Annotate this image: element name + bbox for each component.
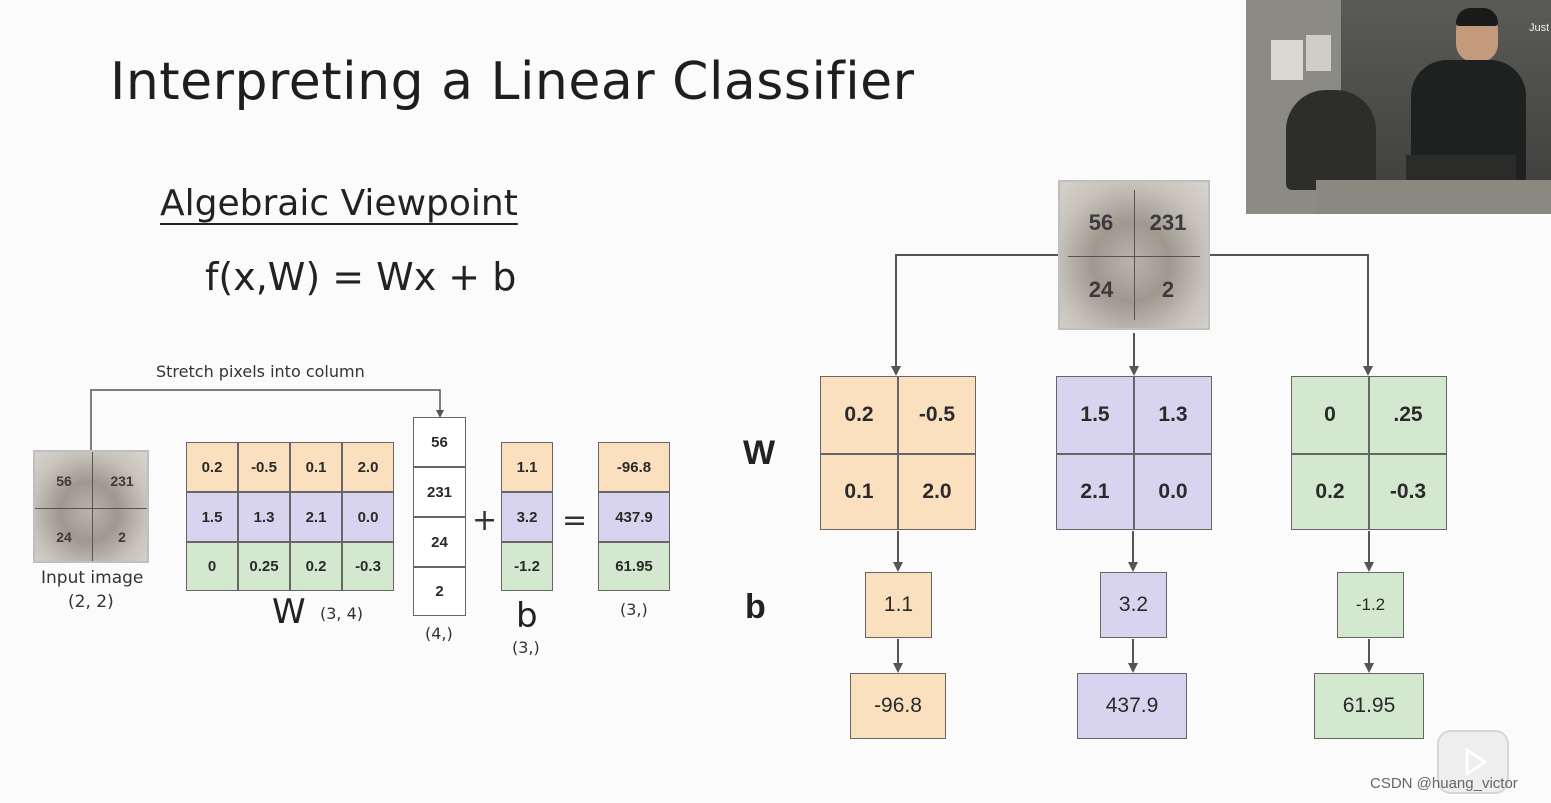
scores-shape: (3,) (620, 600, 648, 619)
wall-paper (1306, 35, 1331, 71)
b-shape: (3,) (512, 638, 540, 657)
w-cell: -0.3 (342, 542, 394, 591)
equals-sign: = (562, 503, 588, 538)
w-cell: -0.5 (238, 442, 290, 492)
plus-sign: + (472, 503, 498, 538)
w-cell: 0.0 (1134, 454, 1212, 530)
w-cell: 1.5 (1056, 376, 1134, 454)
w-cell: 0.1 (290, 442, 342, 492)
w-cell: .25 (1369, 376, 1447, 454)
w-cell: 0.1 (820, 454, 898, 530)
score-box: -96.8 (850, 673, 946, 739)
input-image-shape: (2, 2) (68, 592, 114, 612)
x-cell: 24 (413, 517, 466, 567)
play-button[interactable] (1437, 730, 1509, 794)
x-cell: 231 (413, 467, 466, 517)
w-cell: 0 (186, 542, 238, 591)
w-cell: 0.2 (290, 542, 342, 591)
b-label-right: b (745, 588, 766, 626)
w-cell: 0.0 (342, 492, 394, 542)
x-cell: 56 (413, 417, 466, 467)
w-label-left: W (272, 592, 306, 632)
wall-paper (1271, 40, 1303, 80)
chair (1286, 90, 1376, 190)
w-cell: 2.1 (1056, 454, 1134, 530)
x-shape: (4,) (425, 624, 453, 643)
slide-subtitle: Algebraic Viewpoint (160, 183, 518, 224)
pixel-value: 231 (1149, 210, 1187, 235)
input-image-label: Input image (41, 568, 144, 588)
w-cell: 0.25 (238, 542, 290, 591)
pixel-value: 24 (56, 529, 72, 545)
w-cell: 2.0 (342, 442, 394, 492)
w-cell: -0.3 (1369, 454, 1447, 530)
watermark: CSDN @huang_victor (1370, 775, 1518, 792)
stretch-label: Stretch pixels into column (156, 362, 365, 381)
w-cell: 1.3 (238, 492, 290, 542)
bias-box: 3.2 (1100, 572, 1167, 638)
b-label-left: b (516, 596, 538, 636)
bias-box: 1.1 (865, 572, 932, 638)
score-box: 437.9 (1077, 673, 1187, 739)
w-cell: 0 (1291, 376, 1369, 454)
b-cell: 1.1 (501, 442, 553, 492)
video-caption: Just (1529, 22, 1550, 34)
score-cell: -96.8 (598, 442, 670, 492)
w-shape-left: (3, 4) (320, 604, 364, 623)
score-box: 61.95 (1314, 673, 1424, 739)
x-cell: 2 (413, 567, 466, 616)
pixel-value: 2 (118, 529, 126, 545)
w-cell: 2.0 (898, 454, 976, 530)
pixel-value: 56 (56, 472, 72, 489)
formula: f(x,W) = Wx + b (205, 255, 517, 299)
w-cell: -0.5 (898, 376, 976, 454)
w-cell: 0.2 (1291, 454, 1369, 530)
w-cell: 1.3 (1134, 376, 1212, 454)
slide-title: Interpreting a Linear Classifier (110, 52, 915, 112)
pixel-value: 231 (110, 472, 134, 489)
pixel-value: 24 (1088, 277, 1114, 302)
b-cell: -1.2 (501, 542, 553, 591)
w-cell: 2.1 (290, 492, 342, 542)
play-icon (1465, 748, 1487, 776)
score-cell: 437.9 (598, 492, 670, 542)
input-image-large: 56 231 24 2 (1058, 180, 1210, 330)
w-cell: 0.2 (186, 442, 238, 492)
score-cell: 61.95 (598, 542, 670, 591)
w-label-right: W (743, 434, 776, 472)
bias-box: -1.2 (1337, 572, 1404, 638)
desk (1316, 180, 1551, 214)
presenter-hair (1456, 8, 1498, 26)
w-cell: 1.5 (186, 492, 238, 542)
pixel-value: 2 (1161, 277, 1175, 302)
w-cell: 0.2 (820, 376, 898, 454)
presenter-video[interactable]: Just (1246, 0, 1551, 214)
b-cell: 3.2 (501, 492, 553, 542)
input-image-small: 56 231 24 2 (33, 450, 149, 563)
pixel-value: 56 (1088, 210, 1114, 235)
